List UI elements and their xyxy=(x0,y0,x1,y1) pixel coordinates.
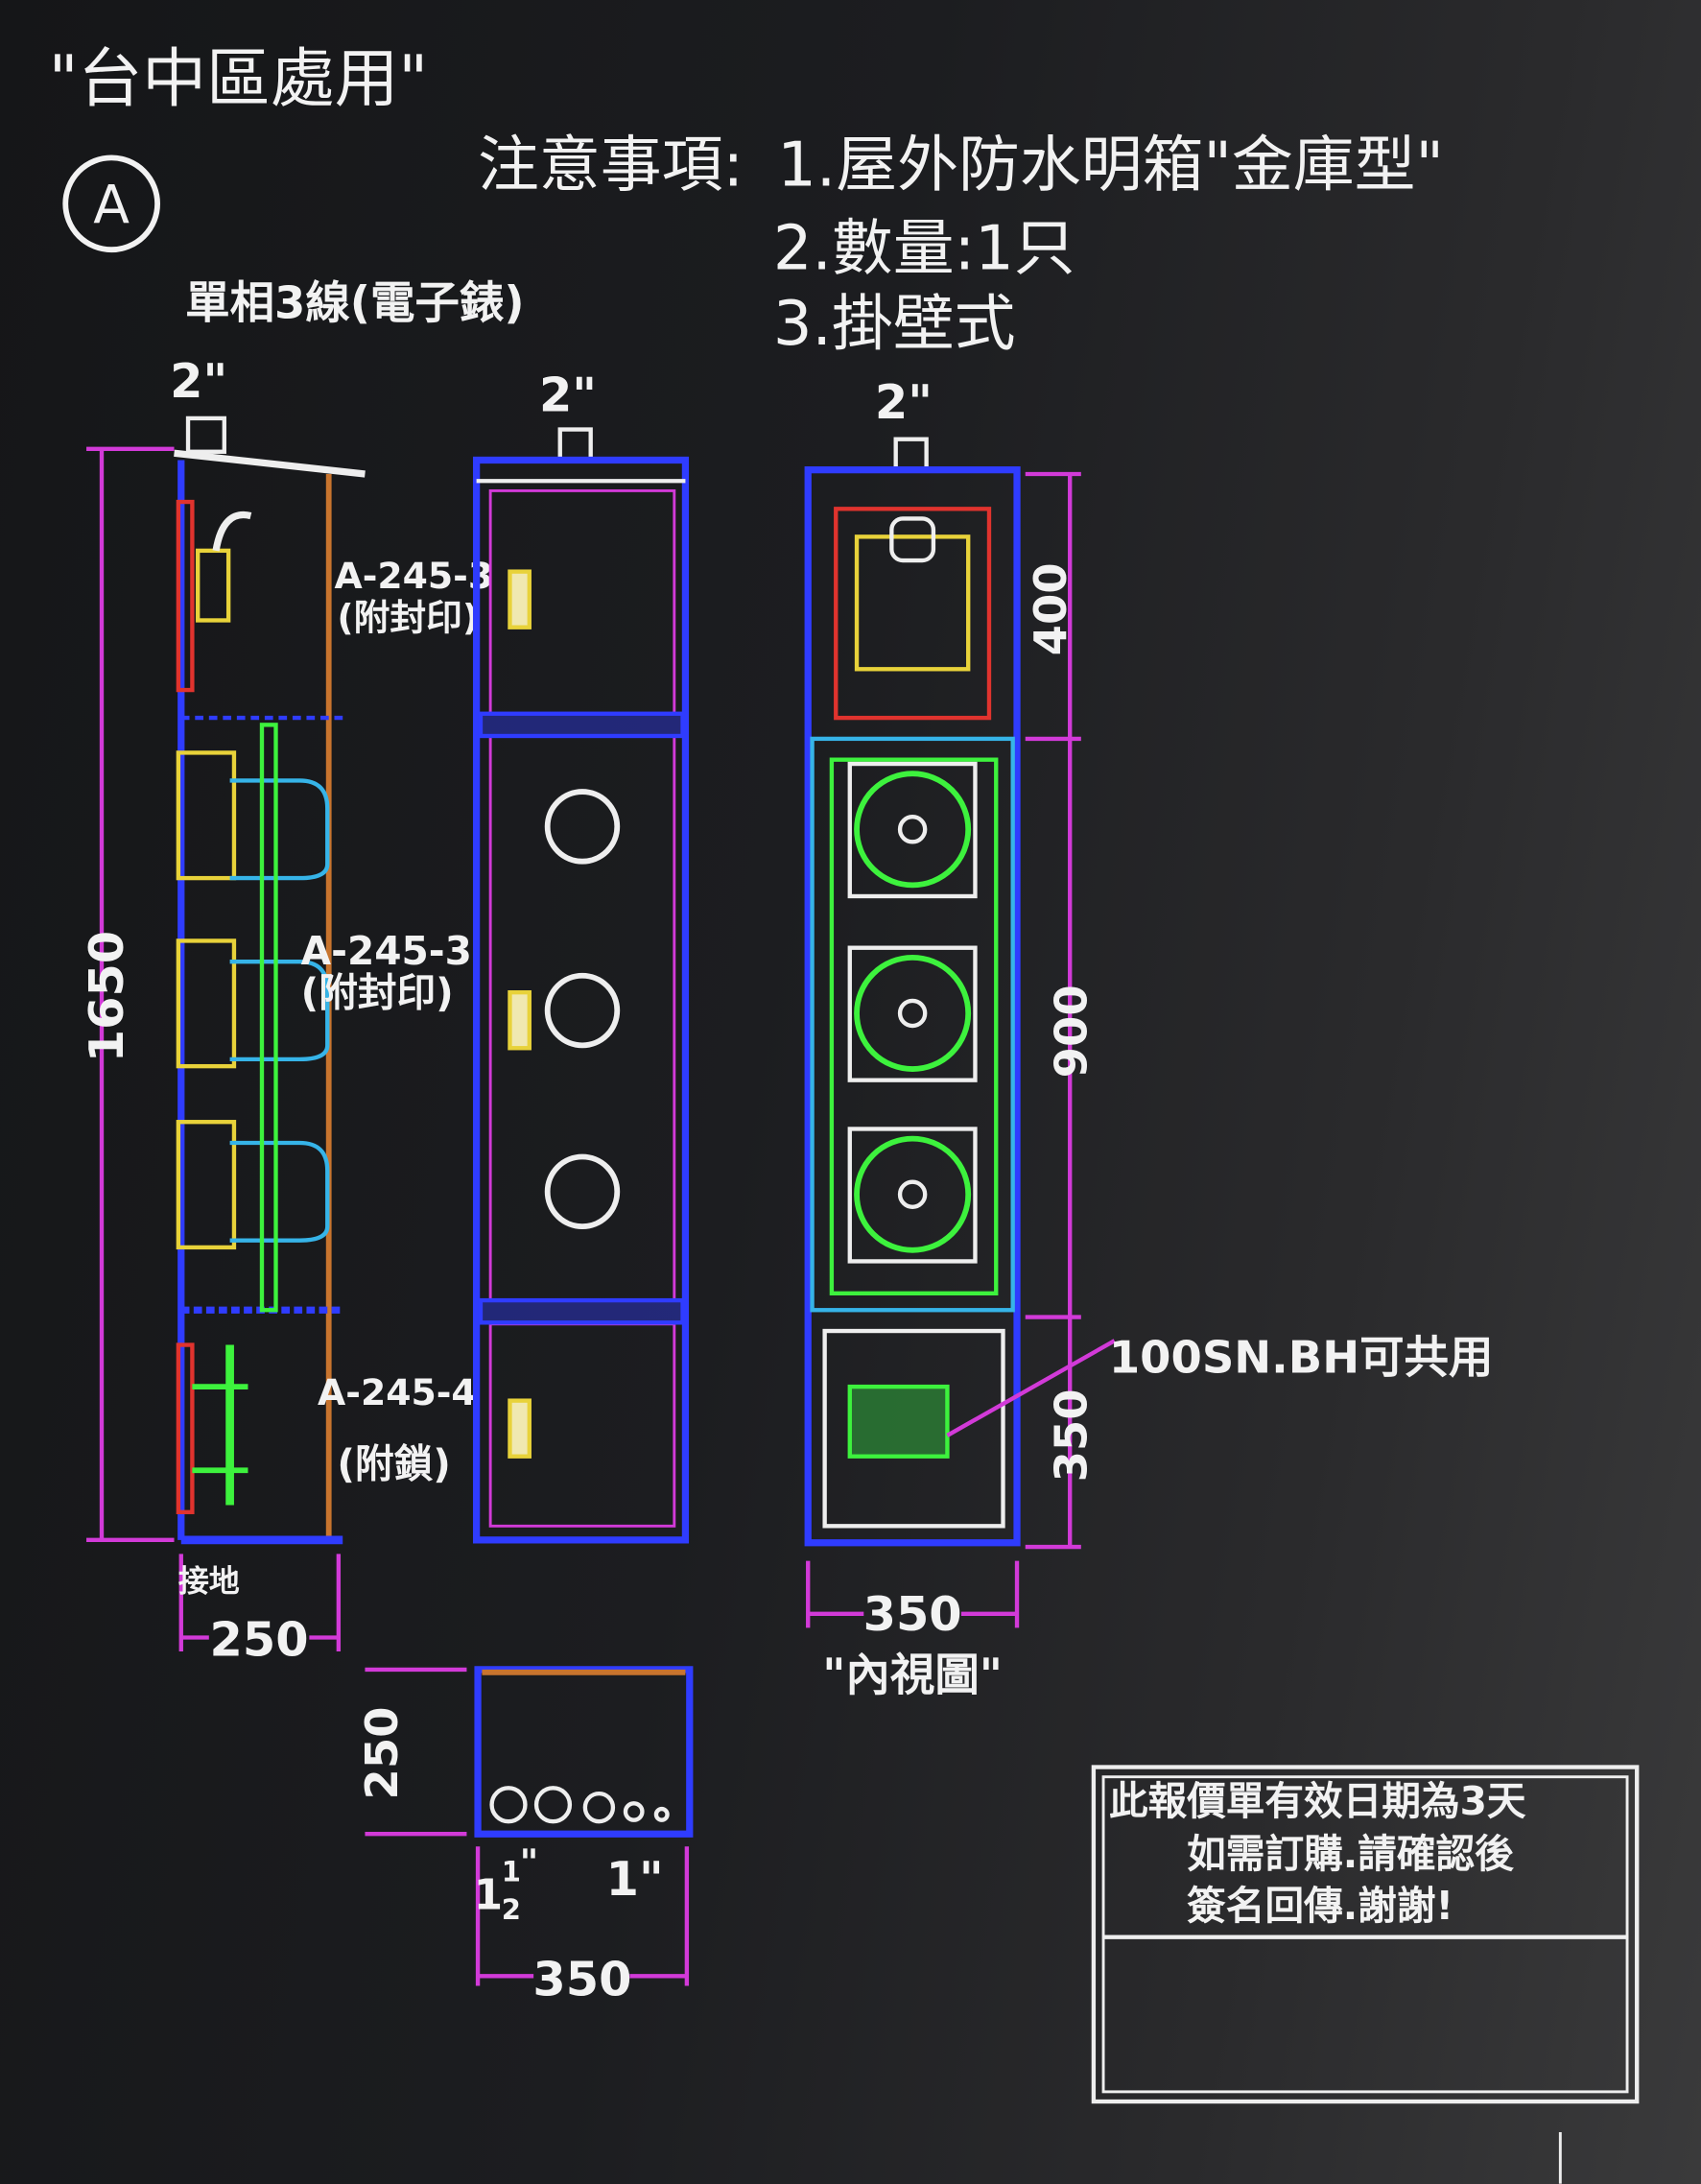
side-height-dim: 1650 xyxy=(79,931,134,1062)
notes-heading: 注意事項: xyxy=(478,130,744,201)
side-label-mid: A-245-3 xyxy=(301,928,472,974)
side-view xyxy=(86,415,366,1652)
marker-a: A xyxy=(62,154,160,253)
conduit-label-side: 2" xyxy=(170,353,227,409)
side-width-dim: 250 xyxy=(210,1611,309,1667)
inner-dim-top: 400 xyxy=(1025,562,1076,655)
notice-line-2: 如需訂購.請確認後 xyxy=(1187,1831,1514,1877)
conduit-label-front: 2" xyxy=(539,368,597,423)
side-label-bottom-note: (附鎖) xyxy=(337,1441,450,1487)
inner-dim-bottom: 350 xyxy=(1046,1389,1098,1482)
breaker-note: 100SN.BH可共用 xyxy=(1109,1332,1494,1384)
drawing-title: "台中區處用" xyxy=(49,41,428,116)
notice-line-3: 簽名回傳.謝謝! xyxy=(1187,1883,1453,1929)
hole-label-large-whole: 1 xyxy=(474,1872,503,1920)
meter-type-label: 單相3線(電子錶) xyxy=(185,276,525,328)
notice-line-1: 此報價單有效日期為3天 xyxy=(1109,1778,1526,1824)
note-item-1: 1.屋外防水明箱"金庫型" xyxy=(777,130,1444,201)
front-view xyxy=(472,427,690,1544)
svg-text:A: A xyxy=(93,176,130,237)
note-item-2: 2.數量:1只 xyxy=(773,214,1075,285)
side-label-mid-note: (附封印) xyxy=(301,970,454,1016)
inner-view-caption: "內視圖" xyxy=(822,1650,1003,1701)
inner-dim-mid: 900 xyxy=(1046,985,1098,1078)
inner-width-dim: 350 xyxy=(863,1586,962,1642)
hole-label-large-num: 1 xyxy=(502,1856,521,1888)
bottom-width-dim: 350 xyxy=(532,1952,631,2007)
note-item-3: 3.掛壁式 xyxy=(773,289,1016,360)
bottom-depth-dim: 250 xyxy=(356,1707,408,1800)
side-label-top: A-245-3 xyxy=(335,555,494,597)
hole-label-large-den: 2 xyxy=(502,1893,521,1926)
conduit-label-inner: 2" xyxy=(875,374,933,430)
notice-box xyxy=(1091,1765,1640,2104)
side-label-bottom: A-245-4 xyxy=(318,1371,477,1413)
hole-label-large-unit: " xyxy=(520,1840,539,1883)
side-label-top-note: (附封印) xyxy=(337,597,479,639)
inner-view xyxy=(804,437,1116,1628)
ground-label: 接地 xyxy=(178,1563,240,1600)
bottom-view xyxy=(365,1666,694,1986)
hole-label-small: 1" xyxy=(606,1851,664,1907)
